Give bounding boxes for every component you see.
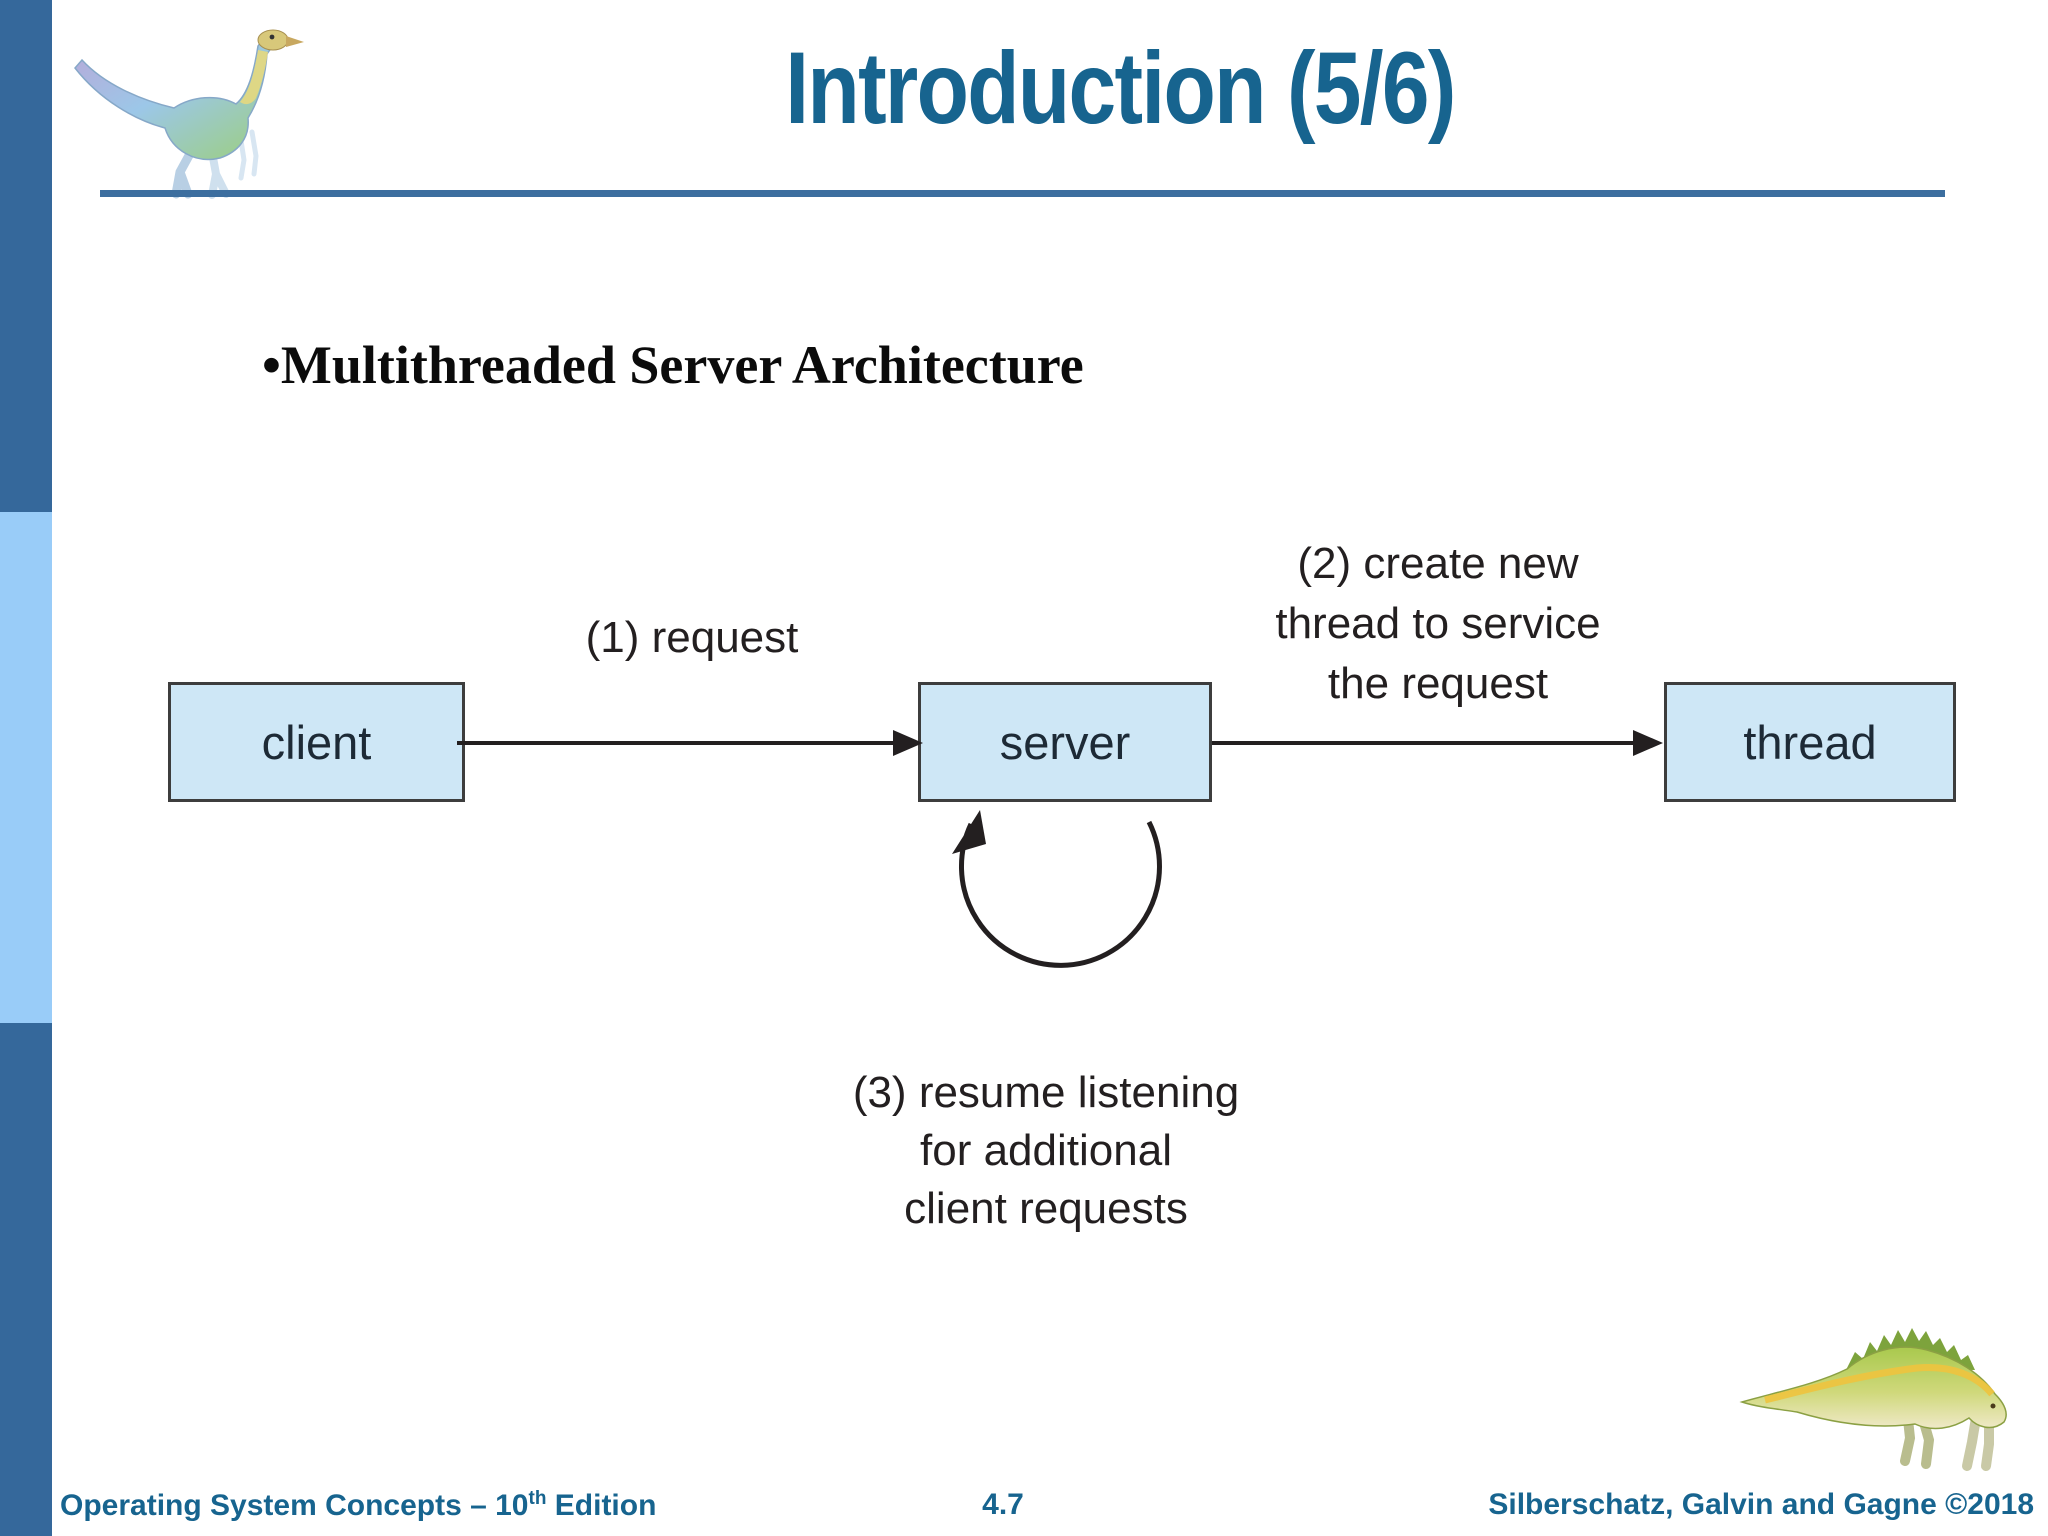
footer-book-title: Operating System Concepts – 10th Edition xyxy=(60,1488,656,1523)
bullet-text: Multithreaded Server Architecture xyxy=(280,335,1084,395)
label-step2-line2: thread to service xyxy=(1275,599,1601,648)
footer-book-title-suffix: Edition xyxy=(546,1489,657,1522)
dinosaur-illustration-icon xyxy=(1739,1328,2007,1471)
client-box: client xyxy=(168,682,465,802)
label-step3-line3: client requests xyxy=(904,1184,1188,1233)
server-box: server xyxy=(918,682,1212,802)
create-thread-arrow-line xyxy=(1212,741,1635,745)
create-thread-arrow-head xyxy=(1633,730,1663,756)
bullet-marker: • xyxy=(262,335,281,395)
sidebar-band-middle xyxy=(0,512,52,1023)
label-step2-line1: (2) create new xyxy=(1297,539,1579,588)
bullet-item: •Multithreaded Server Architecture xyxy=(262,334,1084,396)
thread-box-label: thread xyxy=(1743,715,1877,769)
title-divider xyxy=(100,190,1945,197)
label-step1-text: (1) request xyxy=(585,613,799,662)
label-step1: (1) request xyxy=(586,612,799,664)
server-box-label: server xyxy=(999,715,1131,769)
label-step3-line2: for additional xyxy=(920,1126,1172,1175)
client-box-label: client xyxy=(261,715,372,769)
sidebar-band-bottom xyxy=(0,1023,52,1536)
label-step3: (3) resume listening for additional clie… xyxy=(853,1064,1239,1238)
request-arrow-line xyxy=(457,741,895,745)
label-step2: (2) create new thread to service the req… xyxy=(1275,534,1600,714)
footer-book-title-text: Operating System Concepts – 10 xyxy=(60,1489,529,1522)
resume-loop-arrow xyxy=(952,810,1162,968)
dinosaur-icon xyxy=(74,29,304,199)
slide-number: 4.7 xyxy=(982,1488,1024,1521)
label-step2-line3: the request xyxy=(1327,659,1549,708)
request-arrow-head xyxy=(893,730,923,756)
footer-book-title-sup: th xyxy=(528,1488,547,1509)
sidebar-band-top xyxy=(0,0,52,512)
page-title: Introduction (5/6) xyxy=(785,31,1456,145)
label-step3-line1: (3) resume listening xyxy=(852,1068,1240,1117)
thread-box: thread xyxy=(1664,682,1956,802)
footer-authors: Silberschatz, Galvin and Gagne ©2018 xyxy=(1488,1488,2034,1521)
